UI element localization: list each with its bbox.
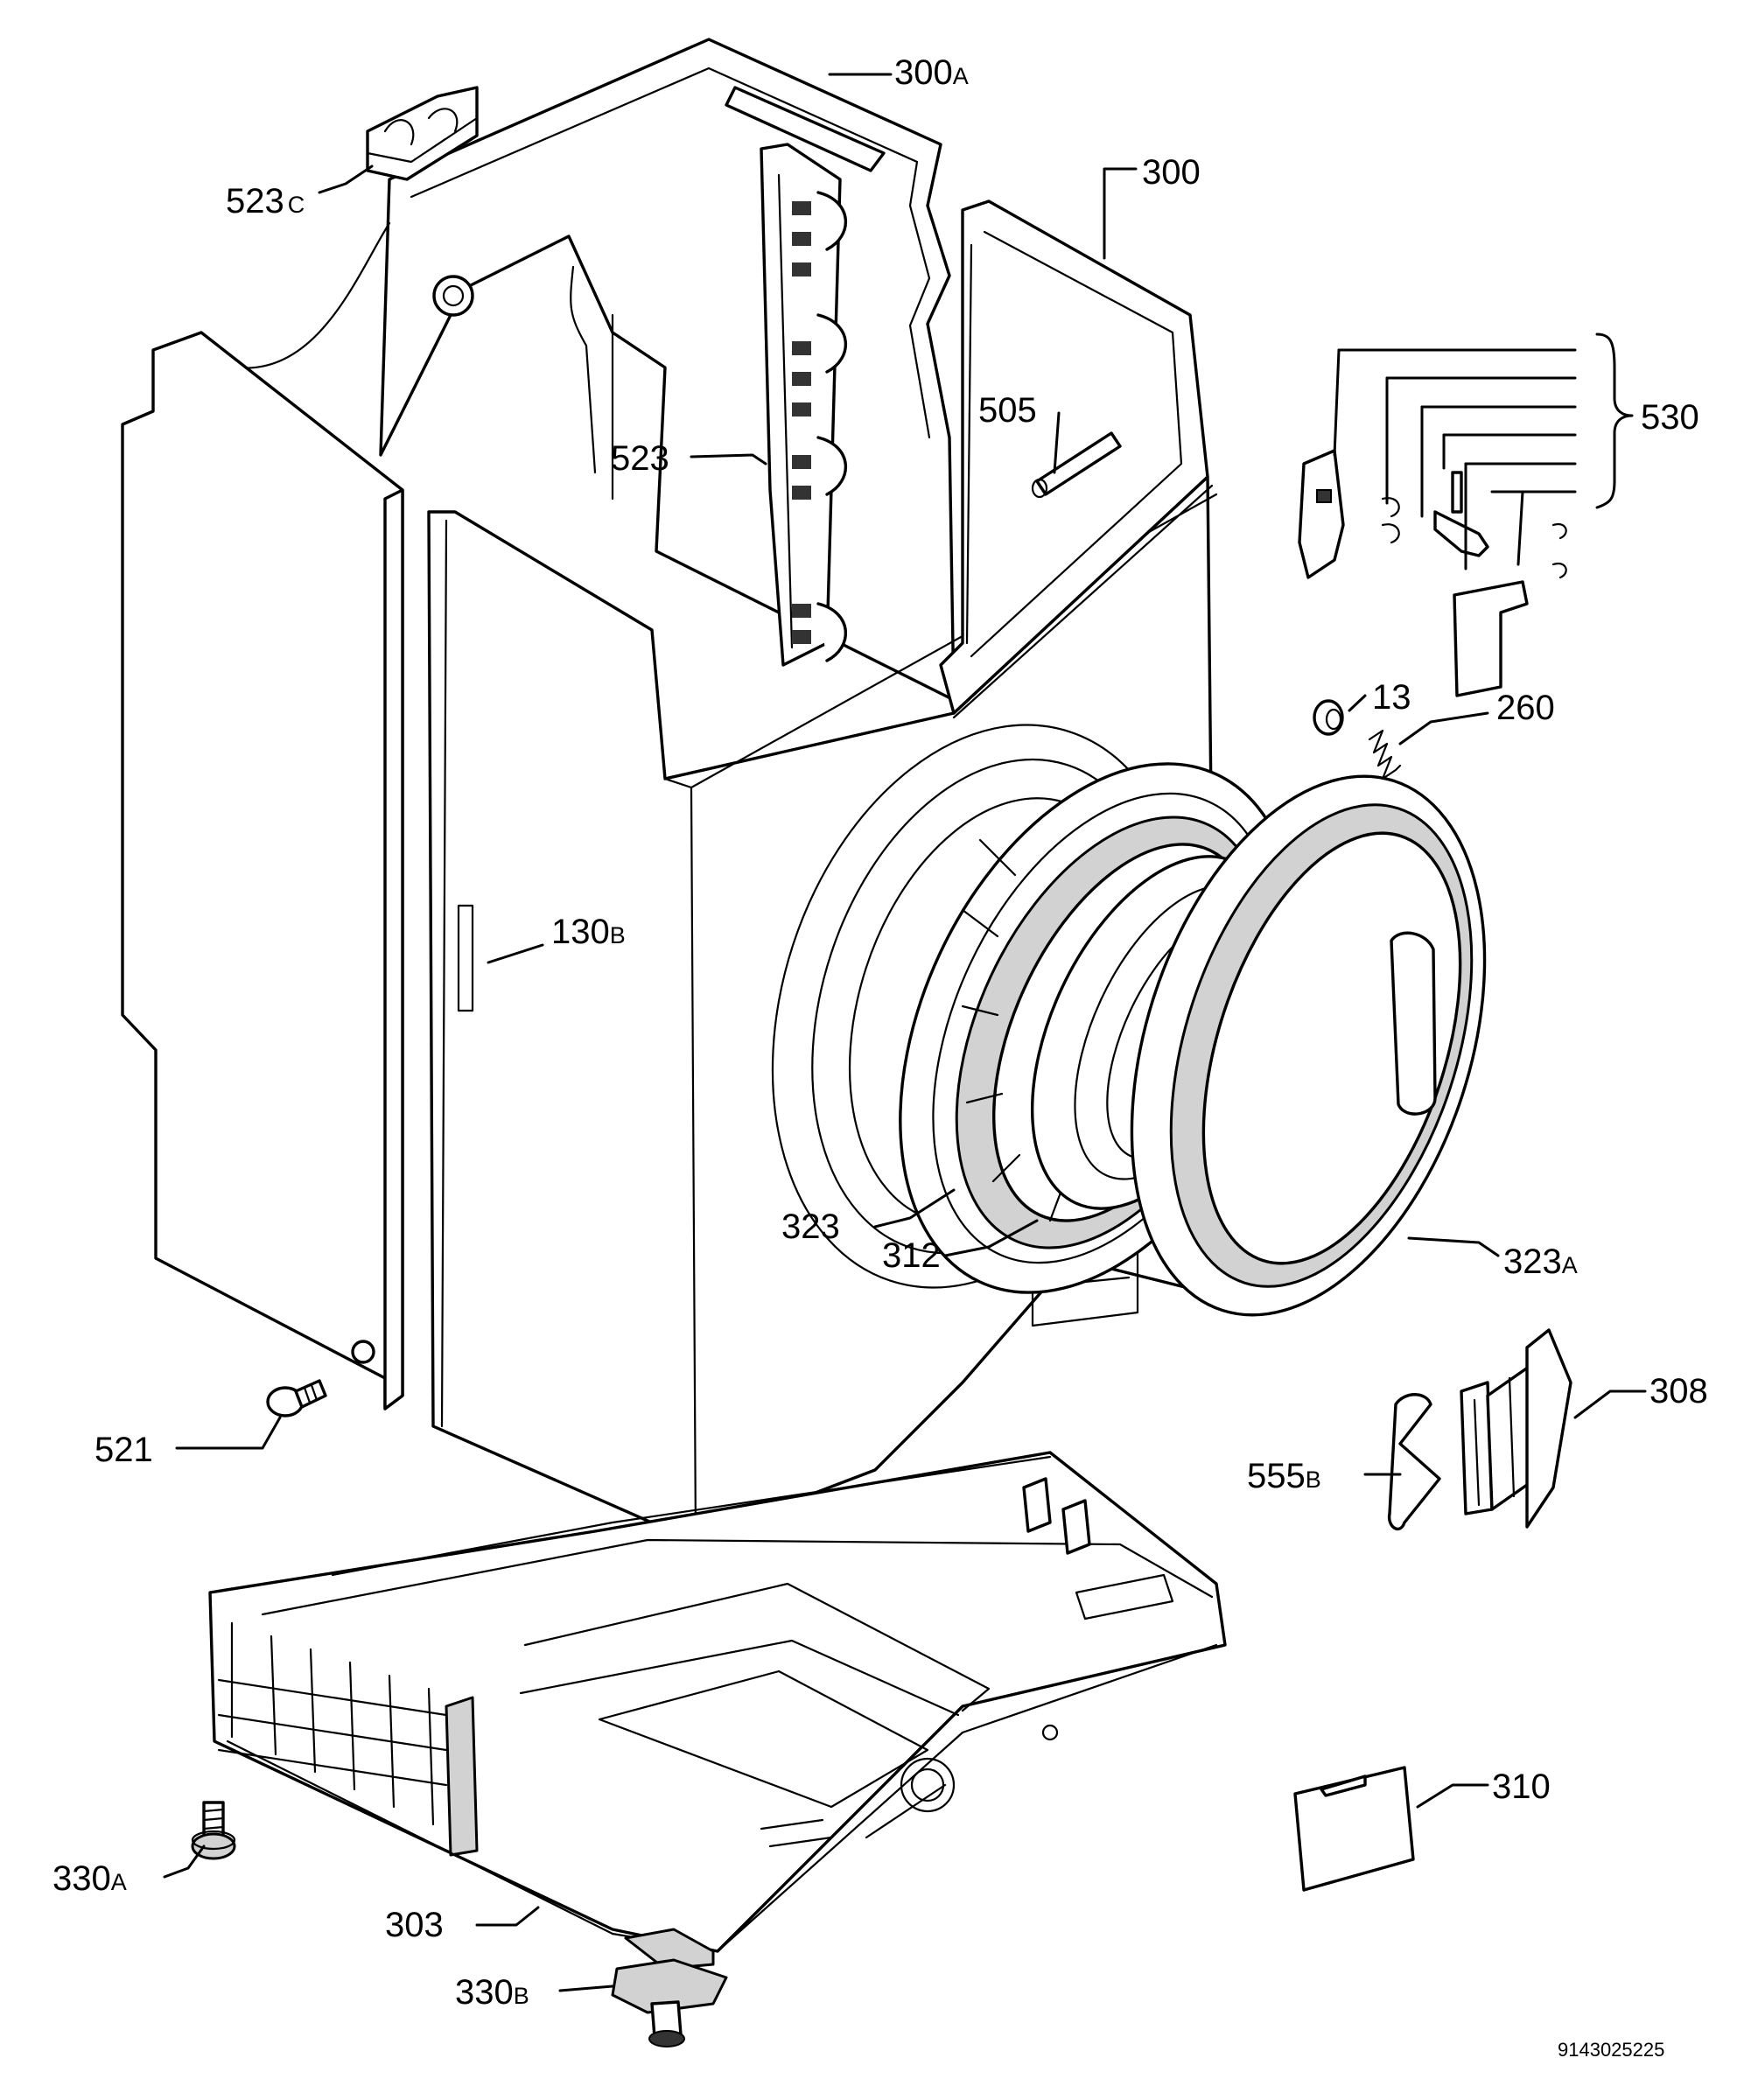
label-555b: 555B [1247,1457,1321,1495]
foot-330a [191,1801,236,1860]
drawing-code: 9143025225 [1558,2039,1664,2061]
label-312: 312 [882,1236,941,1275]
hinge-308 [1460,1328,1572,1529]
cap-13 [1313,699,1344,736]
label-300: 300 [1142,153,1201,192]
label-330b: 330B [455,1973,529,2012]
label-300a: 300A [894,53,969,92]
label-523: 523 [611,439,669,478]
door-ring-323a [1130,774,1487,1317]
spring-260 [1368,729,1402,780]
rod-505 [1031,431,1122,499]
cover-310 [1293,1766,1415,1892]
label-13: 13 [1372,678,1411,717]
screw-521 [266,1379,327,1418]
label-260: 260 [1496,689,1555,727]
label-130b: 130B [551,913,626,951]
base-frame-303 [208,1451,1227,1970]
lock-assembly-530 [1298,449,1567,697]
leader-lines [163,73,1647,1992]
label-303: 303 [385,1906,444,1944]
label-505: 505 [978,391,1037,430]
label-323: 323 [781,1208,840,1246]
label-323a: 323A [1503,1242,1578,1281]
label-521: 521 [95,1431,153,1469]
label-330a: 330A [53,1859,127,1898]
foot-330b [611,1958,728,2048]
label-310: 310 [1492,1768,1551,1806]
hinge-strip-523 [760,143,848,667]
clip-555b [1387,1393,1441,1531]
label-530: 530 [1641,398,1699,437]
label-308: 308 [1649,1372,1708,1410]
